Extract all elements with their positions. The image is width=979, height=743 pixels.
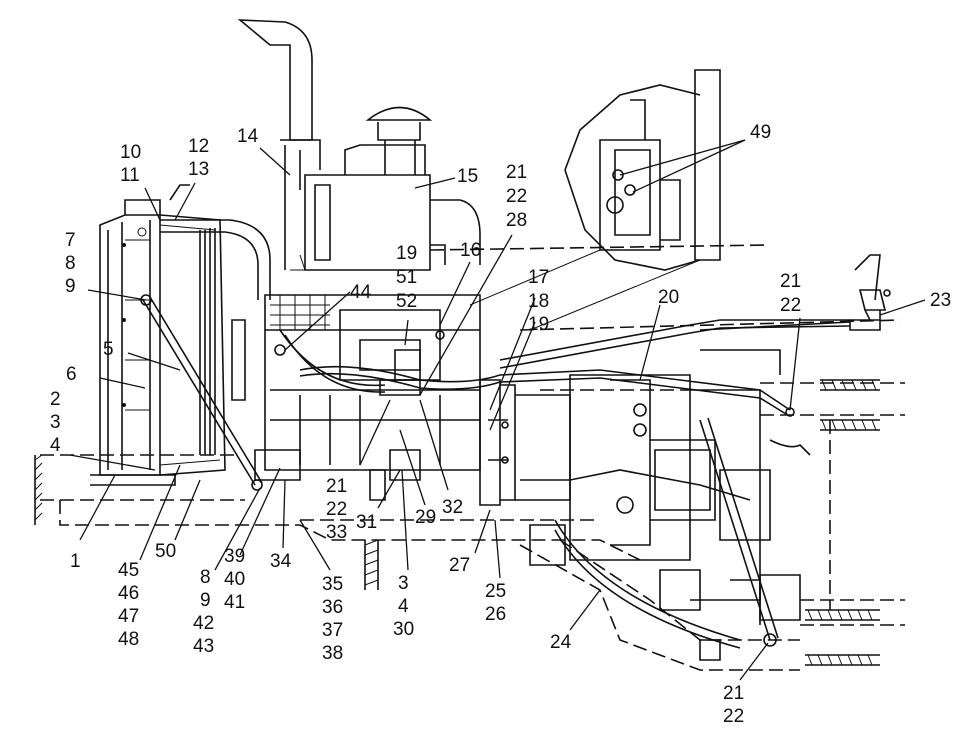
label-34: 34 bbox=[270, 551, 292, 572]
radiator bbox=[90, 199, 176, 486]
label-38: 38 bbox=[322, 643, 343, 664]
frame-rails bbox=[40, 244, 905, 671]
label-48: 48 bbox=[118, 629, 139, 650]
label-18: 18 bbox=[528, 291, 549, 312]
label-25: 25 bbox=[485, 581, 506, 602]
label-44: 44 bbox=[350, 282, 372, 303]
label-13: 13 bbox=[188, 159, 209, 180]
label-8-lower: 8 bbox=[200, 567, 211, 588]
inset-detail bbox=[469, 69, 721, 331]
label-41: 41 bbox=[224, 592, 245, 613]
pedal-assembly bbox=[699, 254, 891, 331]
stay-rod bbox=[140, 294, 263, 491]
label-19-right: 19 bbox=[528, 314, 549, 335]
label-26: 26 bbox=[485, 604, 506, 625]
upper-hose bbox=[160, 184, 271, 300]
label-46: 46 bbox=[118, 583, 139, 604]
label-40: 40 bbox=[224, 569, 245, 590]
label-39: 39 bbox=[224, 546, 245, 567]
label-14: 14 bbox=[237, 126, 259, 147]
label-31: 31 bbox=[356, 512, 377, 533]
label-3-lower: 3 bbox=[398, 573, 409, 594]
label-22-mid: 22 bbox=[326, 499, 347, 520]
label-36: 36 bbox=[322, 597, 343, 618]
label-28: 28 bbox=[506, 210, 527, 231]
frame-hatching bbox=[34, 379, 880, 666]
label-50: 50 bbox=[155, 541, 176, 562]
label-30: 30 bbox=[393, 619, 414, 640]
label-17: 17 bbox=[528, 267, 549, 288]
label-20: 20 bbox=[658, 287, 679, 308]
label-22-right: 22 bbox=[780, 295, 801, 316]
callout-labels: 14 10 11 12 13 15 21 22 28 19 16 51 52 4… bbox=[50, 122, 951, 727]
label-16: 16 bbox=[460, 240, 481, 261]
label-8: 8 bbox=[65, 253, 76, 274]
label-1: 1 bbox=[70, 551, 81, 572]
label-22-top: 22 bbox=[506, 186, 527, 207]
label-27: 27 bbox=[449, 555, 470, 576]
label-22-bottom: 22 bbox=[723, 706, 744, 727]
label-24: 24 bbox=[550, 632, 572, 653]
label-35: 35 bbox=[322, 574, 343, 595]
label-32: 32 bbox=[442, 497, 463, 518]
label-21-right: 21 bbox=[780, 271, 801, 292]
label-29: 29 bbox=[415, 507, 436, 528]
label-19-mid: 19 bbox=[396, 243, 417, 264]
label-21-bottom: 21 bbox=[723, 683, 744, 704]
label-51: 51 bbox=[396, 267, 417, 288]
label-52: 52 bbox=[396, 291, 417, 312]
transmission bbox=[569, 349, 801, 661]
label-43: 43 bbox=[193, 636, 214, 657]
label-9: 9 bbox=[65, 276, 76, 297]
label-23: 23 bbox=[930, 290, 951, 311]
label-15: 15 bbox=[457, 166, 478, 187]
label-47: 47 bbox=[118, 606, 139, 627]
label-49: 49 bbox=[750, 122, 771, 143]
label-9-lower: 9 bbox=[200, 590, 211, 611]
label-11: 11 bbox=[120, 165, 140, 186]
label-4: 4 bbox=[50, 435, 61, 456]
exhaust-pipe bbox=[237, 19, 321, 270]
label-5: 5 bbox=[103, 339, 114, 360]
label-10: 10 bbox=[120, 142, 141, 163]
label-33: 33 bbox=[326, 522, 347, 543]
label-12: 12 bbox=[188, 136, 209, 157]
engine-block bbox=[254, 294, 481, 501]
label-21-mid: 21 bbox=[326, 476, 347, 497]
label-2: 2 bbox=[50, 389, 61, 410]
fan-shroud bbox=[159, 214, 246, 476]
air-cleaner bbox=[290, 106, 481, 271]
flywheel-housing bbox=[479, 379, 571, 506]
cables bbox=[299, 319, 851, 649]
label-6: 6 bbox=[66, 364, 77, 385]
label-21-top: 21 bbox=[506, 162, 527, 183]
label-37: 37 bbox=[322, 620, 343, 641]
label-45: 45 bbox=[118, 560, 139, 581]
label-42: 42 bbox=[193, 613, 214, 634]
label-7: 7 bbox=[65, 230, 76, 251]
label-3: 3 bbox=[50, 412, 61, 433]
leader-lines bbox=[69, 139, 926, 681]
label-4-lower: 4 bbox=[398, 596, 409, 617]
